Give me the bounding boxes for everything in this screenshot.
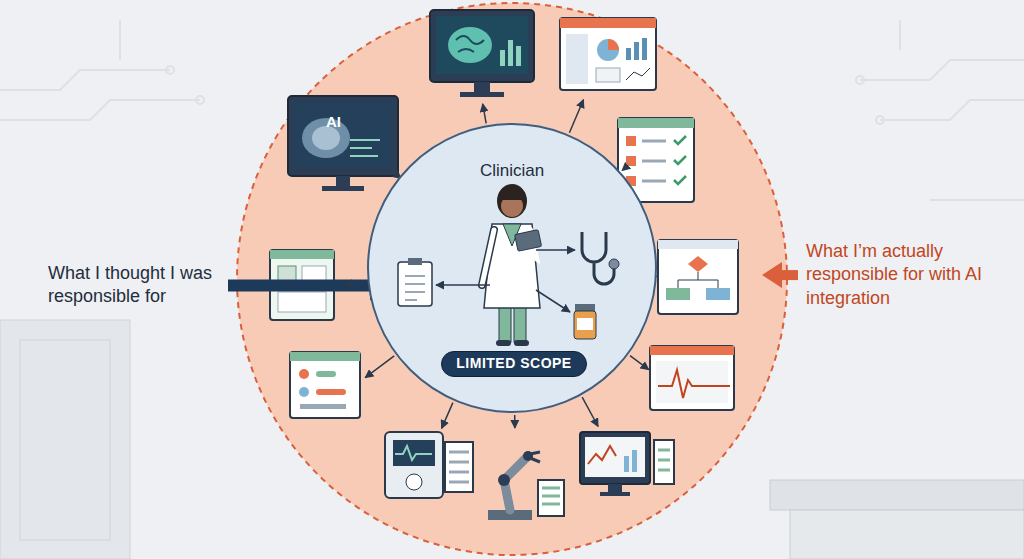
tool-arrow bbox=[536, 290, 570, 312]
stethoscope-icon bbox=[582, 232, 614, 284]
spoke-arrow bbox=[582, 397, 598, 426]
counter bbox=[770, 480, 1024, 510]
spoke-arrow bbox=[442, 403, 453, 429]
flowchart-window bbox=[658, 240, 738, 314]
pill-bottle-icon bbox=[574, 304, 596, 339]
cabinet bbox=[0, 320, 130, 559]
badge-text: LIMITED SCOPE bbox=[456, 352, 571, 375]
spoke-arrow bbox=[621, 170, 623, 172]
counter-base bbox=[790, 510, 1024, 559]
robot-arm bbox=[488, 451, 564, 520]
tool-arrow bbox=[536, 249, 575, 251]
chart-monitor bbox=[580, 432, 674, 496]
spoke-arrow bbox=[483, 104, 486, 123]
ai-scan-monitor bbox=[288, 96, 398, 191]
callout-arrow-shaft bbox=[780, 270, 798, 280]
spoke-arrow bbox=[344, 282, 366, 284]
monitor-device bbox=[385, 432, 473, 498]
record-window bbox=[270, 250, 334, 320]
scope-badge: LIMITED SCOPE bbox=[441, 351, 587, 377]
callout-arrow-head bbox=[762, 262, 782, 288]
dashboard-window bbox=[560, 18, 656, 90]
node-title: Clinician bbox=[369, 161, 655, 181]
screen-text: AI bbox=[326, 112, 341, 132]
spoke-arrow bbox=[514, 415, 516, 428]
spoke-arrow bbox=[630, 356, 649, 370]
stethoscope-chestpiece bbox=[609, 259, 619, 269]
callout-arrow-shaft bbox=[228, 279, 372, 291]
spoke-arrow bbox=[569, 100, 583, 133]
spoke-arrow bbox=[365, 356, 394, 378]
medication-window bbox=[290, 352, 360, 418]
waveform-window bbox=[650, 346, 734, 410]
callout-before: What I thought I was responsible for bbox=[48, 262, 220, 309]
clinician bbox=[482, 184, 542, 346]
scope-circle: ClinicianLIMITED SCOPE bbox=[367, 123, 657, 413]
callout-after: What I’m actually responsible for with A… bbox=[806, 240, 996, 310]
brain-monitor bbox=[430, 10, 534, 97]
clipboard-icon bbox=[398, 258, 432, 306]
tool-arrow bbox=[436, 284, 490, 286]
ai-scope-region bbox=[237, 3, 787, 555]
cabinet-door bbox=[20, 340, 110, 540]
